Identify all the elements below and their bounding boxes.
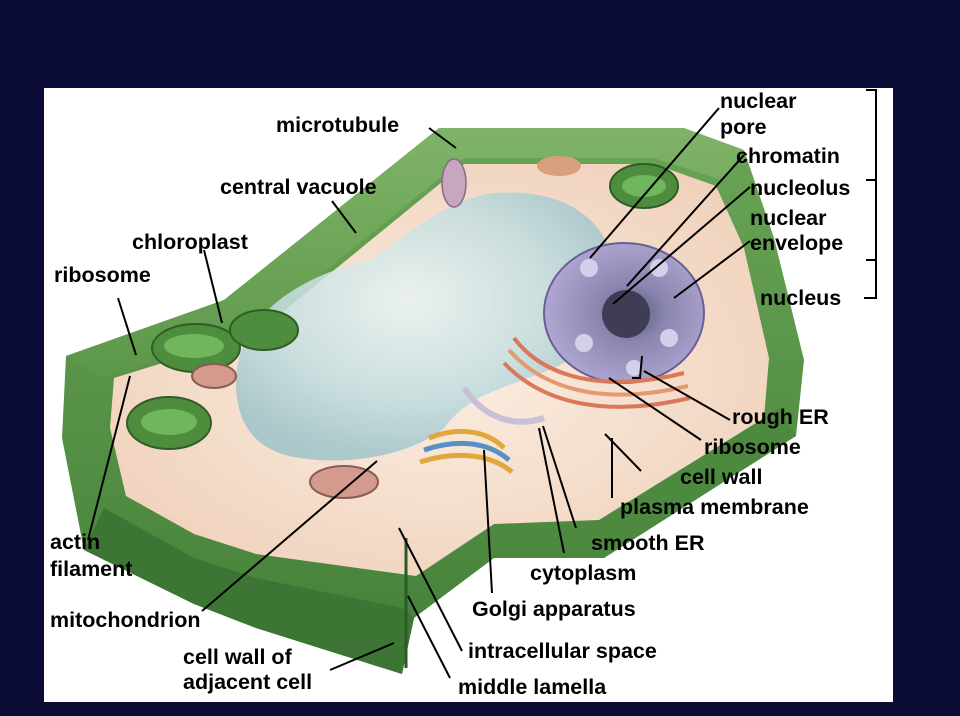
label-cell-wall-adjacent-line2: adjacent cell <box>183 670 313 694</box>
label-nuclear-envelope-line1: nuclear <box>750 206 827 230</box>
label-microtubule: microtubule <box>276 113 400 137</box>
label-plasma-membrane: plasma membrane <box>620 495 809 519</box>
label-smooth-er: smooth ER <box>591 531 705 555</box>
label-actin-filament-line2: filament <box>50 557 133 581</box>
label-ribosome-left: ribosome <box>54 263 151 287</box>
label-chromatin: chromatin <box>736 144 840 168</box>
plant-cell-figure: microtubule central vacuole chloroplast … <box>44 88 893 702</box>
label-nuclear-envelope-line2: envelope <box>750 231 844 255</box>
label-chloroplast: chloroplast <box>132 230 248 254</box>
label-mitochondrion: mitochondrion <box>50 608 201 632</box>
chloroplast-group <box>126 163 679 450</box>
label-actin-filament-line1: actin <box>50 530 101 554</box>
leader-lines <box>87 107 751 679</box>
label-cell-wall: cell wall <box>680 465 763 489</box>
plant-cell-illustration <box>62 89 877 679</box>
label-cell-wall-adjacent-line1: cell wall of <box>183 645 292 669</box>
label-nucleus: nucleus <box>760 286 842 310</box>
mitochondria-group <box>191 156 581 499</box>
nucleus-shape <box>543 242 705 384</box>
label-central-vacuole: central vacuole <box>220 175 377 199</box>
label-rough-er: rough ER <box>732 405 829 429</box>
label-nucleolus: nucleolus <box>750 176 851 200</box>
label-nuclear-pore-line2: pore <box>720 115 767 139</box>
label-golgi-apparatus: Golgi apparatus <box>472 597 636 621</box>
label-middle-lamella: middle lamella <box>458 675 607 699</box>
label-ribosome-right: ribosome <box>704 435 801 459</box>
nucleus-bracket <box>632 89 877 379</box>
label-intracellular-space: intracellular space <box>468 639 657 663</box>
central-vacuole-shape <box>235 192 619 461</box>
label-nuclear-pore-line1: nuclear <box>720 89 797 113</box>
slide-title: Plant cell anatomy <box>48 28 356 66</box>
label-cytoplasm: cytoplasm <box>530 561 637 585</box>
